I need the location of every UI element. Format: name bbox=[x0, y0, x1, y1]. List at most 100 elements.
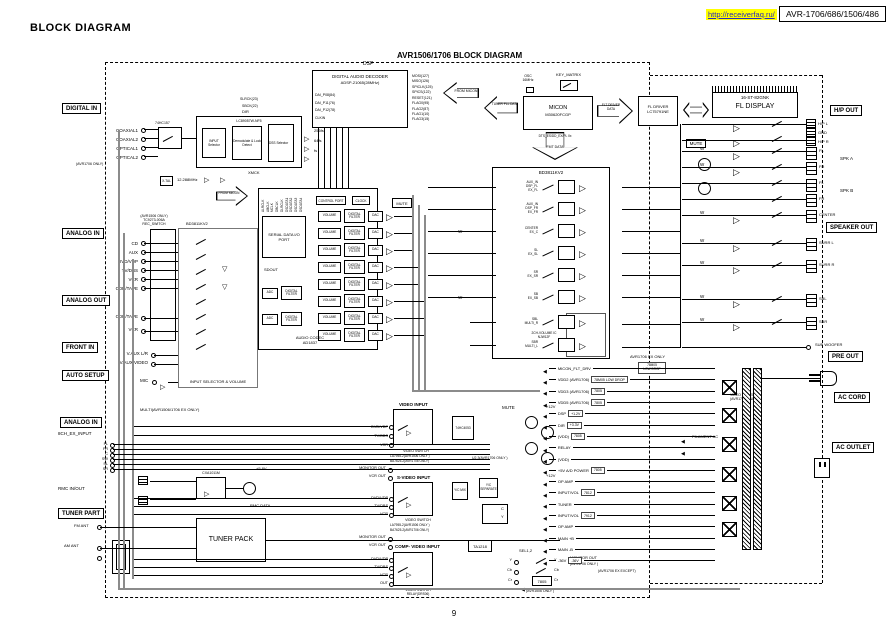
spkb-fl-jack bbox=[806, 179, 817, 192]
tuner-pll-label: TUNER PLL DATA bbox=[491, 102, 519, 106]
ac-cord-label: AC CORD bbox=[834, 392, 870, 403]
spka-fr-jack bbox=[806, 162, 817, 175]
amp-icon bbox=[579, 288, 586, 306]
site-link[interactable]: http://receiverfaq.ru/ bbox=[706, 9, 777, 20]
c-pin: C bbox=[501, 506, 504, 511]
comp-switch-caption: VIDEO SWITCH bbox=[405, 588, 431, 592]
amp-icon bbox=[579, 178, 586, 196]
cxa1011-label: CXA1011M bbox=[202, 471, 220, 475]
amp-icon bbox=[579, 200, 586, 218]
comp-relay-chip: RELAY(DRS06) bbox=[406, 592, 430, 596]
power-amp-icon bbox=[733, 238, 740, 256]
only1506-note: (AVR1506 ONLY ) bbox=[526, 589, 555, 593]
video-switch-caption: VIDEO SWITCH bbox=[403, 449, 429, 453]
regulator-box: 7805 bbox=[570, 432, 585, 440]
y-out-label: Y bbox=[554, 558, 557, 562]
spkb-label: SPK B bbox=[840, 188, 854, 193]
mux-74hc4053: 74HC4053 bbox=[452, 416, 474, 440]
ic-74hc157-label: 74HC157 bbox=[155, 121, 170, 125]
analog-out-cdr: CDR/TAPE bbox=[115, 314, 138, 319]
power-amp-icon bbox=[733, 317, 740, 335]
video-switch-chip2: BA7625-2(AVR1706 ONLY) bbox=[390, 459, 430, 463]
xtal-icon: X-TAL bbox=[160, 176, 173, 186]
regulator-box: +3.3V bbox=[566, 421, 582, 429]
regulator-box: 78M05 LOW DROP bbox=[591, 376, 628, 384]
sig-slrck: SLRCK(23) bbox=[240, 97, 258, 101]
page-title: BLOCK DIAGRAM bbox=[30, 22, 132, 34]
switch-icon bbox=[542, 184, 554, 190]
sbr-jack bbox=[806, 317, 817, 330]
subwoofer-label: SUB WOOFER bbox=[815, 342, 843, 347]
comp-video-label: COMP- VIDEO INPUT bbox=[395, 544, 441, 549]
spka-fl-label: FL bbox=[819, 148, 824, 153]
dir-demodulate: Demodulate & Lock Detect bbox=[232, 126, 262, 160]
dac-amp-icon bbox=[386, 292, 393, 310]
except-note: (AVR1706 EX EXCEPT) bbox=[598, 569, 636, 573]
mic-amp-icon bbox=[160, 376, 165, 394]
transistor-icon bbox=[525, 442, 538, 455]
input-selector-caption: INPUT SELECTOR & VOLUME bbox=[189, 379, 247, 384]
serial-port: SERIAL DATA I/O PORT bbox=[262, 216, 306, 258]
transistor-icon bbox=[698, 182, 711, 195]
transformer-secondary-icon bbox=[753, 368, 762, 550]
amp-icon bbox=[222, 276, 227, 294]
amp-icon bbox=[579, 336, 586, 354]
s-monitor-out: MONITOR OUT bbox=[359, 535, 386, 539]
sig-sbck: SBCK(22) bbox=[242, 104, 258, 108]
bd3811-selector-chip: BD3811KV2 bbox=[186, 221, 208, 226]
analog-in-label: ANALOG IN bbox=[62, 228, 104, 239]
speaker-mute-box: MUTE bbox=[686, 139, 706, 148]
s-video-switch-caption: VIDEO SWITCH bbox=[405, 518, 431, 522]
from-micon-arrow-icon bbox=[216, 186, 248, 206]
rmc-label: RMC IN/OUT bbox=[58, 486, 85, 491]
y-label: Y bbox=[509, 558, 512, 562]
dsp-right-pins: MOSI(127)MISO(126)SPICLK(125)SPICS(122)R… bbox=[412, 74, 433, 122]
cr-out-label: Cr bbox=[554, 578, 559, 582]
resistor-icon: W bbox=[700, 162, 705, 167]
xtal-freq: 12.288MHz bbox=[177, 177, 198, 182]
vaux-lr: V.AUX L/R bbox=[126, 351, 148, 356]
micon-name: MICON bbox=[548, 105, 568, 111]
bd3811-rows: AUX_INDSP_FLEX_FLAUX_INDSP_FREX_FRCENTER… bbox=[498, 180, 586, 312]
rmc-voltage: +5.8V bbox=[256, 466, 267, 472]
bd3811-chip: BD3811KV2 bbox=[538, 170, 564, 175]
transistor-icon bbox=[698, 158, 711, 171]
dac-amp-icon bbox=[386, 258, 393, 276]
resistor-icon: W bbox=[700, 146, 705, 151]
ex-only-note: AVR1706 EX ONLY bbox=[630, 354, 665, 359]
surr-r-label: SURR R bbox=[819, 262, 835, 267]
bridge-rectifier-icon bbox=[722, 496, 737, 511]
cb-label: Cb bbox=[507, 568, 512, 572]
dir-out-fs: fs bbox=[314, 148, 318, 153]
analog-in-8ch-label: ANALOG IN bbox=[60, 417, 102, 428]
volume-icon bbox=[558, 202, 575, 216]
yc-mix-box: Y/C MIX bbox=[452, 482, 468, 500]
regulator-box: 7805 bbox=[590, 466, 605, 474]
bridge-rectifier-icon bbox=[722, 522, 737, 537]
video-input-label: VIDEO INPUT bbox=[399, 402, 428, 407]
spkb-fr-jack bbox=[806, 194, 817, 207]
power-rails: MICON_FLT_DRVVDD2 (AVR1706)78M05 LOW DRO… bbox=[543, 363, 715, 566]
resistor-icon: W bbox=[700, 210, 705, 215]
resistor-icon: W bbox=[700, 294, 705, 299]
amp-icon bbox=[579, 313, 586, 331]
regulator-box: 7805 bbox=[591, 387, 605, 395]
tuner-part-label: TUNER PART bbox=[58, 508, 105, 519]
model-badge: AVR-1706/686/1506/486 bbox=[779, 6, 886, 22]
dsp-chip: ADSP-21065(28MHz) bbox=[340, 80, 380, 85]
ac-plug-icon bbox=[820, 371, 837, 386]
spkb-fr-label: FR bbox=[819, 196, 825, 201]
sel12-label: SEL1,2 bbox=[519, 548, 533, 553]
volume-icon bbox=[558, 224, 575, 238]
fl-connector-icon bbox=[712, 86, 798, 92]
regulator-box: 7912 bbox=[580, 512, 595, 519]
surr-r-jack bbox=[806, 260, 817, 273]
u23-note: U2,3(AVR1706 ONLY ) bbox=[472, 456, 508, 460]
